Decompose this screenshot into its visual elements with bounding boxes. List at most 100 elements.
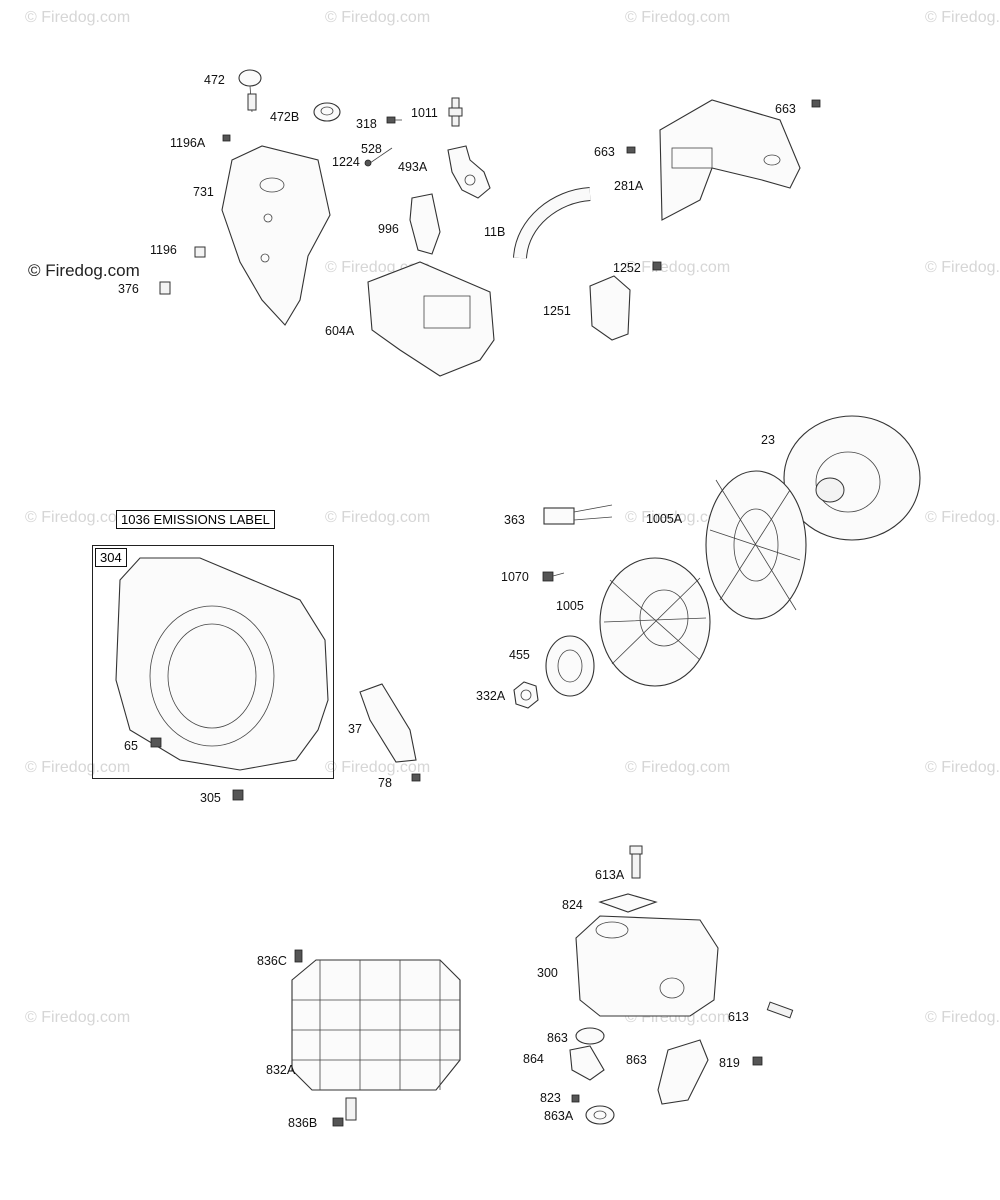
part-1070-screw [542, 571, 565, 582]
part-863-gasket [575, 1027, 605, 1045]
watermark: © Firedog.com [925, 509, 1000, 526]
part-label: 863A [544, 1109, 574, 1123]
part-label: 863 [547, 1031, 568, 1045]
part-label: 472B [270, 110, 300, 124]
part-863-bracket [657, 1039, 709, 1105]
part-332A-nut [513, 681, 539, 709]
part-863A-gasket [585, 1105, 615, 1125]
watermark: © Firedog.com [25, 9, 131, 26]
part-663-screw [626, 146, 636, 154]
part-label: 604A [325, 324, 355, 338]
part-836C-screw [294, 949, 303, 963]
part-1251-cover [589, 275, 631, 341]
part-label: 1251 [543, 304, 571, 318]
part-37-guard [359, 683, 417, 763]
part-label: 376 [118, 282, 139, 296]
part-label: 613A [595, 868, 625, 882]
watermark: © Firedog.com [25, 509, 131, 526]
part-label: 1070 [501, 570, 529, 584]
part-label: 1011 [411, 106, 438, 120]
part-363-bracket [543, 504, 613, 525]
part-613A-screw [629, 845, 643, 879]
watermark: © Firedog.com [25, 1009, 131, 1026]
part-label: 472 [204, 73, 225, 87]
watermark: © Firedog.com [925, 759, 1000, 776]
part-label: 300 [537, 966, 558, 980]
part-305-screw [232, 789, 244, 801]
watermark: © Firedog.com [625, 9, 731, 26]
part-78-screw [411, 773, 421, 782]
part-1252-screw [652, 261, 662, 271]
part-23-flywheel [783, 415, 921, 541]
emissions-label-box: 1036 EMISSIONS LABEL [116, 510, 275, 529]
part-613-screw [766, 1001, 794, 1019]
watermark: © Firedog.com [325, 759, 431, 776]
part-472-dipstick-cap [238, 69, 262, 113]
watermark: © Firedog.com [325, 9, 431, 26]
part-label: 1196A [170, 136, 206, 150]
part-label: 37 [348, 722, 362, 736]
part-472B-grommet [313, 102, 341, 122]
part-label: 65 [124, 739, 138, 753]
part-label: 1005 [556, 599, 584, 613]
part-1011-spark-plug [448, 97, 463, 127]
part-11B-hose [513, 187, 591, 259]
part-1196A-screw [222, 134, 231, 142]
part-376-clip [159, 281, 171, 295]
part-label: 363 [504, 513, 525, 527]
part-label: 1005A [646, 512, 683, 526]
watermark: © Firedog.com [925, 9, 1000, 26]
copyright-mark: © Firedog.com [28, 261, 140, 280]
part-1196-clip [194, 246, 206, 258]
part-label: 864 [523, 1052, 544, 1066]
blower-housing-frame [92, 545, 334, 779]
part-label: 1196 [150, 243, 177, 257]
part-663-screw [811, 99, 821, 108]
part-label: 836C [257, 954, 287, 968]
watermark: © Firedog.com [325, 509, 431, 526]
watermark: © Firedog.com [925, 1009, 1000, 1026]
watermark: © Firedog.com [925, 259, 1000, 276]
watermark: © Firedog.com [625, 759, 731, 776]
part-label: 493A [398, 160, 428, 174]
part-819-screw [752, 1056, 763, 1066]
part-996-plate [409, 193, 441, 255]
part-label: 332A [476, 689, 506, 703]
part-label: 613 [728, 1010, 749, 1024]
part-label: 23 [761, 433, 775, 447]
part-label: 455 [509, 648, 530, 662]
part-label: 318 [356, 117, 377, 131]
part-65-screw [150, 737, 162, 748]
part-1005-fan [599, 557, 711, 687]
part-label: 996 [378, 222, 399, 236]
part-label: 528 [361, 142, 382, 156]
part-label: 832A [266, 1063, 296, 1077]
part-836B-screw [332, 1117, 344, 1127]
part-label: 1224 [332, 155, 360, 169]
part-label: 11B [484, 225, 506, 239]
watermark: © Firedog.com [625, 509, 731, 526]
part-label: 78 [378, 776, 392, 790]
part-1005A-fan [705, 470, 807, 620]
part-528-wire [364, 147, 393, 167]
part-823-screw [571, 1094, 580, 1103]
part-493A-bracket [447, 145, 491, 199]
part-label: 863 [626, 1053, 647, 1067]
part-label: 281A [614, 179, 644, 193]
part-731-air-guide [221, 145, 331, 326]
part-label: 305 [200, 791, 221, 805]
part-455-cup [545, 635, 595, 697]
part-label: 1252 [613, 261, 641, 275]
part-label: 663 [775, 102, 796, 116]
part-label: 824 [562, 898, 583, 912]
part-304-blower-housing [115, 557, 329, 771]
part-824-plate [598, 893, 658, 913]
watermark: © Firedog.com [25, 759, 131, 776]
watermark: © Firedog.com [625, 259, 731, 276]
part-300-muffler [575, 915, 719, 1017]
part-label: 819 [719, 1056, 740, 1070]
part-604A-base [367, 261, 495, 377]
part-281A-shield [659, 99, 801, 221]
part-label: 823 [540, 1091, 561, 1105]
